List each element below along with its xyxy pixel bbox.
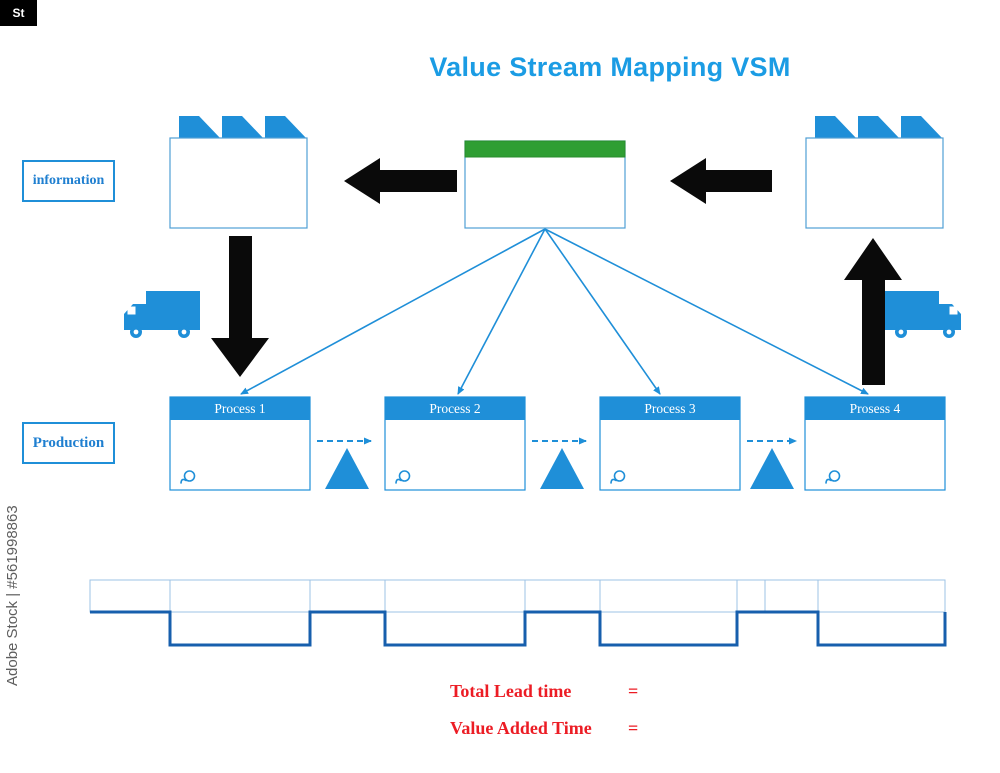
process-header <box>385 397 525 420</box>
process-header <box>805 397 945 420</box>
schedule-line-icon-3 <box>544 228 661 395</box>
timeline-step-line <box>90 610 947 647</box>
process-box-4: Prosess 4 <box>804 396 946 491</box>
truck-window <box>949 306 958 315</box>
information-label-text: information <box>32 173 105 188</box>
factory-roof-tooth <box>858 116 900 139</box>
truck-window <box>127 306 136 315</box>
down-arrow-icon <box>211 236 269 377</box>
inventory-triangle-icon-3 <box>750 448 794 489</box>
truck-hubcap <box>133 329 139 335</box>
production-label-text: Production <box>32 434 105 451</box>
process-title: Process 2 <box>429 401 480 416</box>
total-lead-time-equals: = <box>628 681 639 701</box>
timeline-grid <box>89 579 946 613</box>
control-box-header-bar <box>464 140 626 158</box>
customer-factory-icon <box>805 116 944 229</box>
truck-cargo <box>885 291 939 330</box>
up-arrow-icon <box>844 238 902 385</box>
truck-hubcap <box>181 329 187 335</box>
factory-roof-tooth <box>815 116 857 139</box>
process-title: Process 3 <box>644 401 696 416</box>
factory-roof-tooth <box>901 116 943 139</box>
truck-hubcap <box>898 329 904 335</box>
information-arrow-icon-right <box>670 158 772 204</box>
production-control-box <box>464 140 626 229</box>
factory-roof-tooth <box>265 116 307 139</box>
process-box-1: Process 1 <box>169 396 311 491</box>
supplier-factory-icon <box>169 116 308 229</box>
factory-body <box>805 137 944 229</box>
inventory-triangle-icon-2 <box>540 448 584 489</box>
factory-roof-tooth <box>222 116 264 139</box>
schedule-line-icon-1 <box>240 228 546 395</box>
process-title: Prosess 4 <box>850 401 901 416</box>
inventory-triangle-icon-1 <box>325 448 369 489</box>
production-label: Production <box>22 422 115 464</box>
value-added-time-equals: = <box>628 718 639 738</box>
process-box-3: Process 3 <box>599 396 741 491</box>
timeline <box>89 579 947 647</box>
truck-icon-right <box>885 291 961 338</box>
process-header <box>600 397 740 420</box>
process-title: Process 1 <box>214 401 265 416</box>
truck-cargo <box>146 291 200 330</box>
factory-body <box>169 137 308 229</box>
information-label: information <box>22 160 115 202</box>
truck-icon-left <box>124 291 200 338</box>
truck-hubcap <box>946 329 952 335</box>
schedule-line-icon-2 <box>457 228 546 395</box>
information-arrow-icon-left <box>344 158 457 204</box>
adobe-stock-logo: St <box>0 0 37 26</box>
total-lead-time-label: Total Lead time <box>450 681 572 701</box>
process-header <box>170 397 310 420</box>
factory-roof-tooth <box>179 116 221 139</box>
value-added-time-label: Value Added Time <box>450 718 592 738</box>
page-title: Value Stream Mapping VSM <box>429 52 791 82</box>
schedule-line-icon-4 <box>544 228 869 395</box>
process-box-2: Process 2 <box>384 396 526 491</box>
